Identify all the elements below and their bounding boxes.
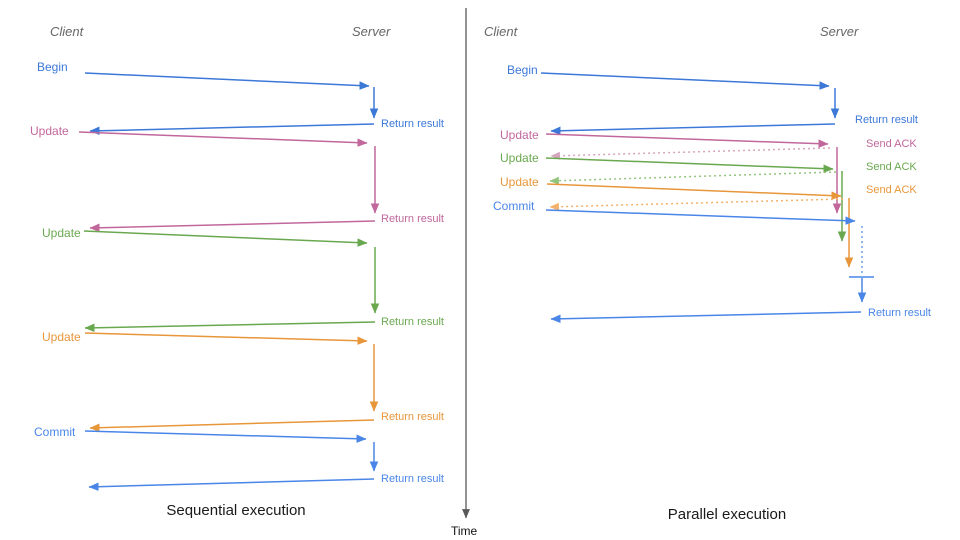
left-begin-return-arrow <box>89 123 375 136</box>
left-commit-request-arrow <box>84 430 367 444</box>
left-commit-return-arrow <box>88 478 375 492</box>
right-update1-label: Update <box>500 128 539 142</box>
right-update3-request-arrow <box>546 183 842 200</box>
left-update1-request-arrow <box>78 131 368 147</box>
left-return-result-1-label: Return result <box>381 118 444 130</box>
right-panel-caption: Parallel execution <box>667 506 787 523</box>
left-update2-return-arrow <box>84 321 376 333</box>
right-commit-label: Commit <box>493 199 535 213</box>
left-update2-label: Update <box>42 226 81 240</box>
right-server-header: Server <box>820 24 859 39</box>
right-panel-arrows <box>540 72 874 324</box>
right-commit-exchange <box>545 209 874 324</box>
right-send-ack-3-label: Send ACK <box>866 184 917 196</box>
left-client-header: Client <box>50 24 84 39</box>
right-update2-label: Update <box>500 151 539 165</box>
left-begin-request-arrow <box>84 72 370 90</box>
left-commit-label: Commit <box>34 425 76 439</box>
right-update3-label: Update <box>500 175 539 189</box>
right-begin-return-arrow <box>550 123 836 136</box>
left-update3-return-arrow <box>89 419 375 433</box>
right-update3-exchange <box>546 183 854 268</box>
left-update1-exchange <box>78 131 380 233</box>
left-panel-arrows <box>78 72 380 492</box>
left-update1-label: Update <box>30 124 69 138</box>
right-begin-request-arrow <box>540 72 830 90</box>
left-begin-exchange <box>84 72 379 136</box>
right-update2-request-arrow <box>545 157 834 173</box>
right-update1-ack-dotted-arrow <box>550 147 831 160</box>
right-return-result-top-label: Return result <box>855 114 918 126</box>
left-commit-exchange <box>84 430 379 492</box>
right-begin-label: Begin <box>507 63 538 77</box>
left-update3-label: Update <box>42 330 81 344</box>
left-server-header: Server <box>352 24 391 39</box>
left-return-result-3-label: Return result <box>381 316 444 328</box>
left-panel-caption: Sequential execution <box>166 502 306 519</box>
right-send-ack-1-label: Send ACK <box>866 138 917 150</box>
right-update1-exchange <box>545 133 842 214</box>
right-update1-request-arrow <box>545 133 829 148</box>
left-return-result-5-label: Return result <box>381 473 444 485</box>
right-begin-exchange <box>540 72 840 136</box>
left-return-result-4-label: Return result <box>381 411 444 423</box>
right-client-header: Client <box>484 24 518 39</box>
right-commit-request-arrow <box>545 209 856 225</box>
left-update2-exchange <box>83 230 380 333</box>
left-update3-exchange <box>84 332 379 433</box>
left-update1-return-arrow <box>89 220 376 233</box>
left-update3-request-arrow <box>84 332 368 346</box>
left-update2-request-arrow <box>83 230 368 247</box>
right-return-result-bottom-label: Return result <box>868 307 931 319</box>
left-return-result-2-label: Return result <box>381 213 444 225</box>
right-commit-return-arrow <box>550 311 862 324</box>
time-axis-label: Time <box>451 524 478 538</box>
right-send-ack-2-label: Send ACK <box>866 161 917 173</box>
right-update2-ack-dotted-arrow <box>549 171 837 185</box>
left-begin-label: Begin <box>37 60 68 74</box>
right-update2-exchange <box>545 157 847 242</box>
right-update3-ack-dotted-arrow <box>549 198 844 211</box>
